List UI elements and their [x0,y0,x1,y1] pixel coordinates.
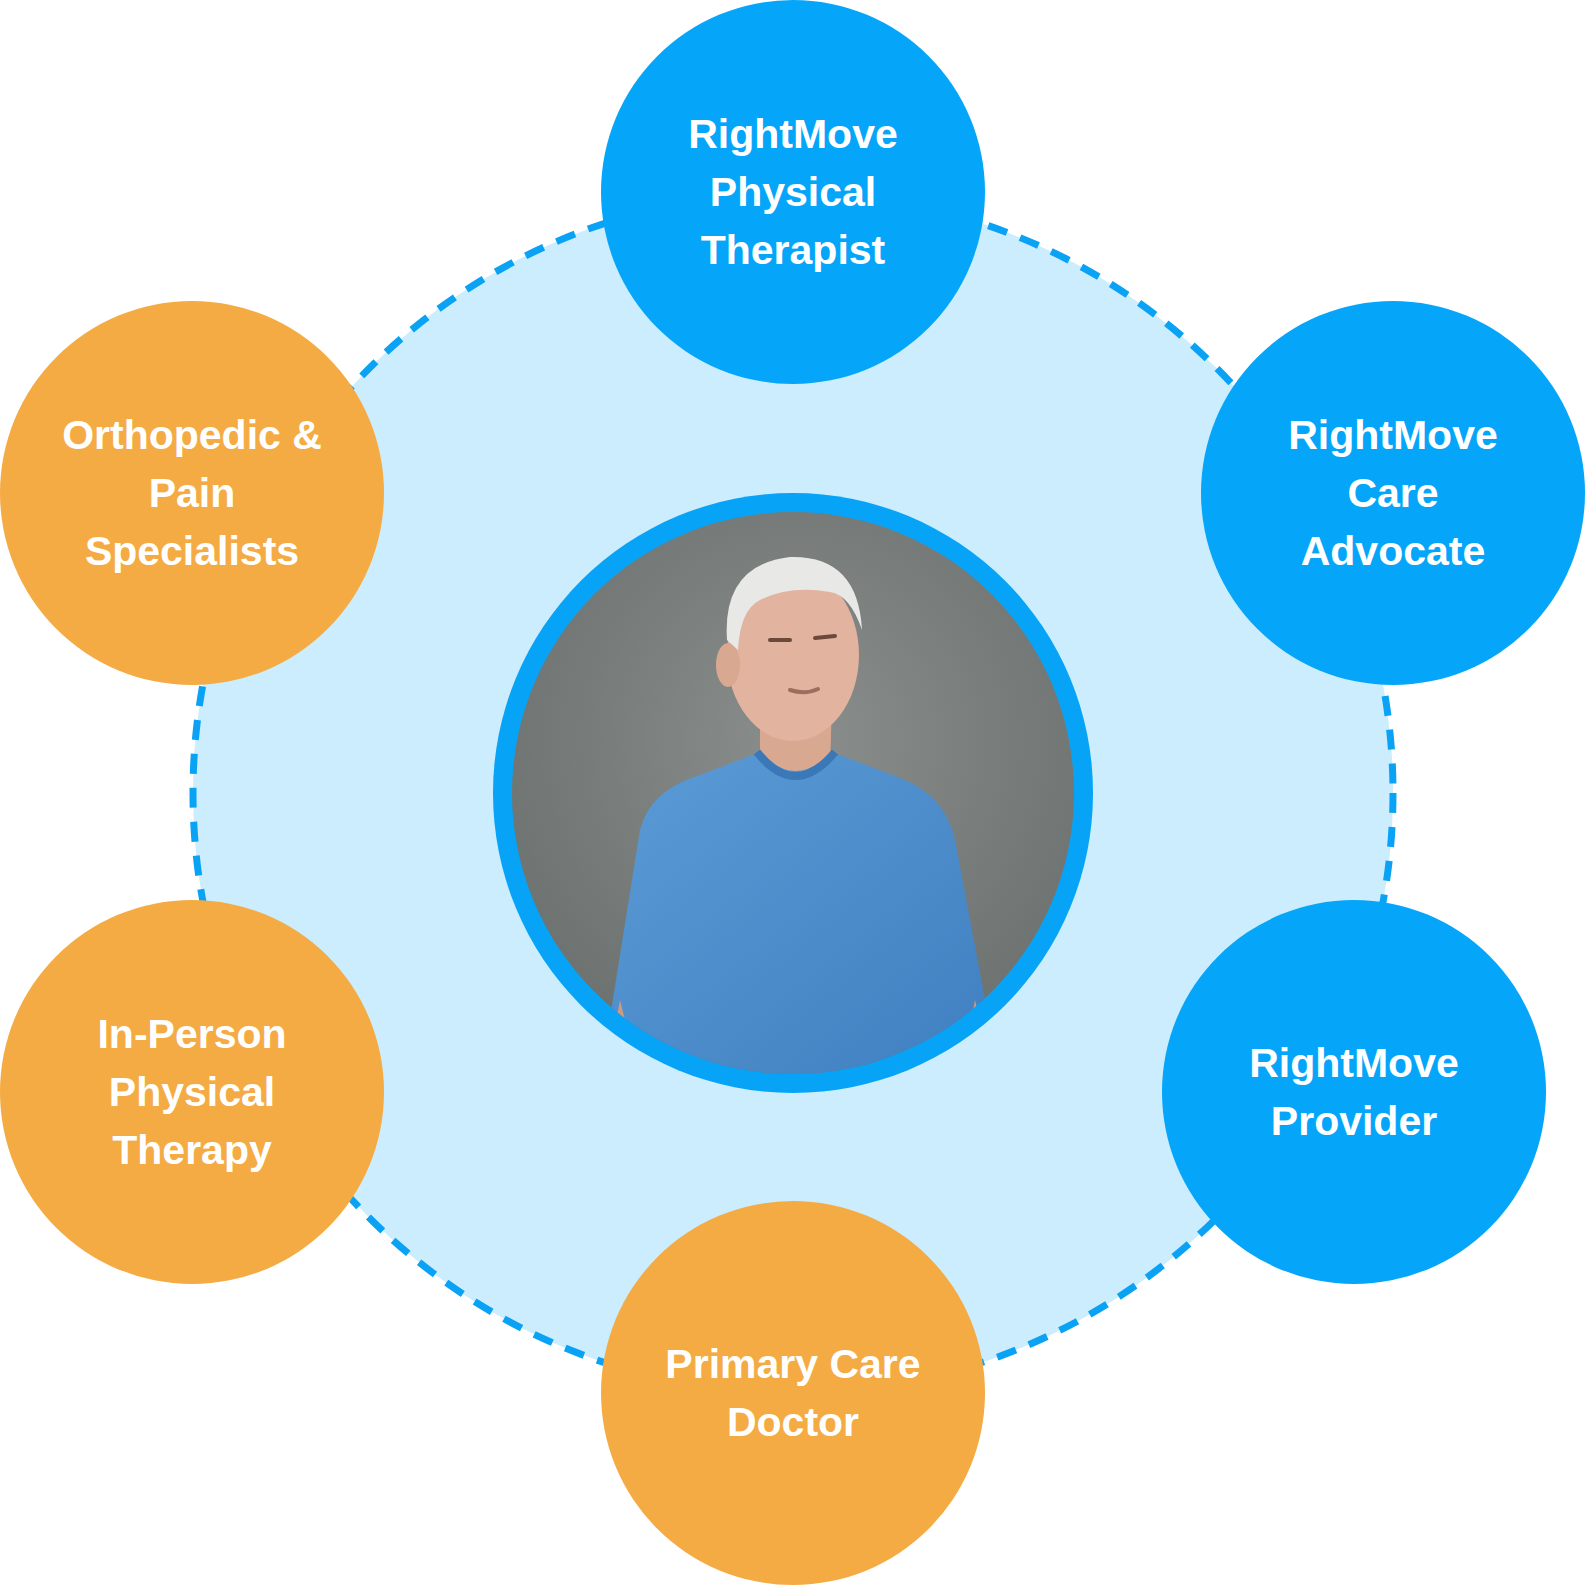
circle-fill [0,900,384,1284]
patient-photo [500,500,1100,1100]
patient-arm [960,1000,995,1080]
photo-backdrop [500,500,1100,1100]
shirt-collar [757,752,835,776]
team-member-circle: Primary Care Doctor [601,1201,985,1585]
circle-fill [0,301,384,685]
team-member-circle: RightMove Provider [1162,900,1546,1284]
circle-fill [1162,900,1546,1284]
circle-shape [601,1201,985,1585]
role-label: Primary Care Doctor [643,1335,943,1451]
circle-fill [601,0,985,384]
circle-body: RightMove Care Advocate [1201,301,1585,685]
circle-fill [601,1201,985,1585]
team-member-circle: In-Person Physical Therapy [0,900,384,1284]
patient-arm [605,1000,640,1080]
patient-mouth [790,689,818,692]
patient-ear [716,643,740,687]
role-label: RightMove Care Advocate [1273,406,1513,580]
circle-body: Primary Care Doctor [601,1201,985,1585]
team-member-circle: RightMove Care Advocate [1201,301,1585,685]
team-member-circle: RightMove Physical Therapist [601,0,985,384]
circle-body: RightMove Physical Therapist [601,0,985,384]
circle-body: Orthopedic & Pain Specialists [0,301,384,685]
role-label: RightMove Physical Therapist [663,105,923,279]
role-label: Orthopedic & Pain Specialists [52,406,332,580]
role-label: In-Person Physical Therapy [62,1005,322,1179]
role-label: RightMove Provider [1224,1034,1484,1150]
team-member-circle: Orthopedic & Pain Specialists [0,301,384,685]
patient-eyes [770,636,835,640]
circle-body: RightMove Provider [1162,900,1546,1284]
circle-body: In-Person Physical Therapy [0,900,384,1284]
circle-shape [1162,900,1546,1284]
circle-fill [1201,301,1585,685]
patient-shirt [600,752,1000,1080]
patient-hair [727,557,862,650]
